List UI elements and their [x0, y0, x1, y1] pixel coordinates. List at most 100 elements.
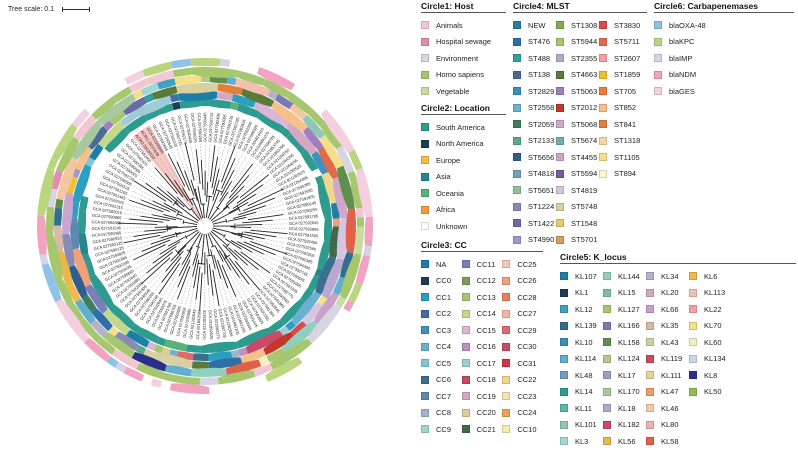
carbapenemase-swatch [654, 71, 662, 79]
tip-branch [139, 178, 146, 183]
klocus-swatch [560, 355, 568, 363]
cc-swatch [421, 425, 429, 433]
klocus-legend-label: KL111 [661, 371, 682, 380]
tip-branch-solid [236, 224, 262, 225]
klocus-swatch [603, 404, 611, 412]
tip-branch-solid [179, 253, 191, 275]
tip-branch [221, 279, 229, 305]
klocus-swatch [689, 338, 697, 346]
klocus-legend-label: KL134 [704, 354, 726, 363]
cc-swatch [462, 310, 470, 318]
klocus-legend-label: KL34 [661, 272, 679, 281]
cc-swatch [462, 343, 470, 351]
cc-swatch [421, 260, 429, 268]
mlst-swatch [556, 170, 564, 178]
klocus-legend-item: KL35 [646, 318, 689, 335]
tip-branch [123, 218, 129, 219]
location-legend-item: South America [421, 119, 506, 136]
location-legend-label: Asia [436, 172, 451, 181]
mlst-legend-item: ST1308 [556, 17, 599, 34]
mlst-legend-label: ST2059 [528, 120, 554, 129]
cc-swatch [421, 392, 429, 400]
mlst-legend-item: ST5594 [556, 166, 599, 183]
host-ring-segment [173, 68, 192, 78]
cc-swatch [462, 376, 470, 384]
mlst-swatch [513, 38, 521, 46]
cc-ring-segment [333, 218, 340, 226]
klocus-legend-label: KL60 [704, 338, 722, 347]
klocus-swatch [646, 272, 654, 280]
carbapenemase-legend-label: blaNDM [669, 70, 696, 79]
tip-branch [141, 273, 146, 277]
mlst-swatch [556, 219, 564, 227]
tip-branch-solid [134, 232, 166, 237]
cc-legend-label: CC10 [517, 425, 536, 434]
location-swatch [421, 156, 429, 164]
host-ring-segment [172, 375, 182, 384]
klocus-legend-item: KL166 [603, 318, 646, 335]
klocus-legend-item: KL46 [646, 400, 689, 417]
klocus-legend-label: KL144 [618, 272, 640, 281]
carbapenemase-ring-segment [171, 59, 191, 69]
klocus-legend-label: KL58 [661, 437, 679, 446]
cc-swatch [462, 293, 470, 301]
klocus-swatch [603, 289, 611, 297]
klocus-legend-label: KL107 [575, 272, 597, 281]
tip-branch-solid [207, 258, 208, 285]
mlst-legend-item: ST852 [599, 100, 642, 117]
klocus-ring-segment [227, 77, 237, 85]
cc-legend-item: CC29 [502, 322, 543, 339]
cc-legend-label: CC2 [436, 309, 451, 318]
mlst-legend-item: ST5701 [556, 232, 599, 249]
mlst-swatch [513, 219, 521, 227]
mlst-legend-label: NEW [528, 21, 546, 30]
klocus-swatch [603, 437, 611, 445]
mlst-swatch [556, 71, 564, 79]
tip-branch [265, 239, 286, 243]
host-swatch [421, 38, 429, 46]
tip-branch-solid [234, 250, 258, 270]
cc-legend-label: CC15 [477, 326, 496, 335]
mlst-legend-item: ST4663 [556, 67, 599, 84]
host-ring-segment [46, 207, 54, 235]
mlst-swatch [513, 71, 521, 79]
mlst-legend-label: ST2133 [528, 136, 554, 145]
carbapenemase-swatch [654, 21, 662, 29]
cc-legend-item: CC16 [462, 339, 503, 356]
host-legend-item: Environment [421, 50, 506, 67]
mlst-swatch [599, 137, 607, 145]
cc-swatch [462, 425, 470, 433]
location-ring-segment [209, 99, 232, 109]
cc-legend-item: CC14 [462, 306, 503, 323]
klocus-legend-label: KL170 [618, 387, 640, 396]
mlst-legend-item: ST5656 [513, 149, 556, 166]
cc-legend-label: CC25 [517, 260, 536, 269]
cc-legend-item: CC5 [421, 355, 462, 372]
tip-branch [138, 263, 153, 273]
tip-branch-solid [207, 182, 208, 202]
mlst-legend-item: ST1224 [513, 199, 556, 216]
cc-legend-label: CC18 [477, 375, 496, 384]
host-legend-item: Homo sapiens [421, 67, 506, 84]
carbapenemase-legend-label: blaGES [669, 87, 695, 96]
carbapenemase-legend-item: blaIMP [654, 50, 794, 67]
internal-branch-stem [178, 232, 200, 253]
mlst-legend-label: ST5063 [571, 87, 597, 96]
mlst-legend-label: ST476 [528, 37, 550, 46]
klocus-legend-item: KL134 [689, 351, 732, 368]
klocus-legend-label: KL10 [575, 338, 593, 347]
tip-branch [196, 145, 197, 150]
carbapenemase-swatch [654, 87, 662, 95]
mlst-legend-label: ST4818 [528, 169, 554, 178]
tip-branch [176, 299, 177, 303]
tip-branch-solid [223, 196, 238, 210]
klocus-swatch [560, 371, 568, 379]
cc-legend-label: CC28 [517, 293, 536, 302]
location-legend-label: Oceania [436, 189, 464, 198]
klocus-legend-label: KL3 [575, 437, 588, 446]
host-swatch [421, 71, 429, 79]
